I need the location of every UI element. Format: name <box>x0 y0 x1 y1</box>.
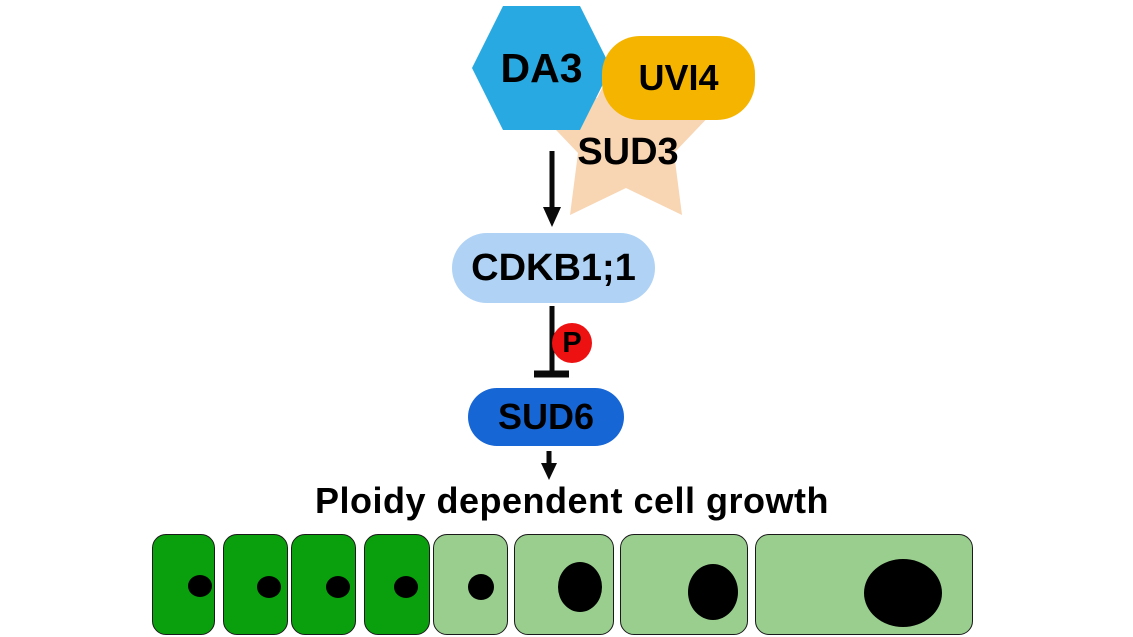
cdkb1-1-label: CDKB1;1 <box>471 246 636 289</box>
cell-nucleus <box>394 576 418 598</box>
sud3-label: SUD3 <box>577 131 679 173</box>
cell-nucleus <box>468 574 494 600</box>
plant-cell <box>152 534 215 635</box>
sud6-label: SUD6 <box>497 396 595 437</box>
plant-cell <box>433 534 508 635</box>
sud3-star-icon <box>536 43 716 215</box>
plant-cell <box>223 534 288 635</box>
cell-nucleus <box>864 559 942 627</box>
caption-ploidy-growth: Ploidy dependent cell growth <box>314 480 830 521</box>
output-arrow <box>541 451 557 480</box>
plant-cell <box>620 534 748 635</box>
cell-row <box>0 534 1133 635</box>
da3-hexagon-icon <box>472 6 611 130</box>
uvi4-node: UVI4 <box>602 36 755 120</box>
cell-nucleus <box>188 575 212 597</box>
uvi4-label: UVI4 <box>638 57 719 98</box>
phospho-p-label: P <box>562 326 582 359</box>
plant-cell <box>291 534 356 635</box>
activation-arrow <box>543 151 561 227</box>
cell-nucleus <box>688 564 738 620</box>
cell-nucleus <box>558 562 602 612</box>
phosphorylation-badge: P <box>552 323 592 363</box>
cell-nucleus <box>257 576 281 598</box>
cdkb1-1-node: CDKB1;1 <box>452 233 655 303</box>
cell-nucleus <box>326 576 350 598</box>
da3-label: DA3 <box>500 45 583 91</box>
sud6-node: SUD6 <box>468 388 624 446</box>
plant-cell <box>755 534 973 635</box>
plant-cell <box>514 534 614 635</box>
plant-cell <box>364 534 430 635</box>
